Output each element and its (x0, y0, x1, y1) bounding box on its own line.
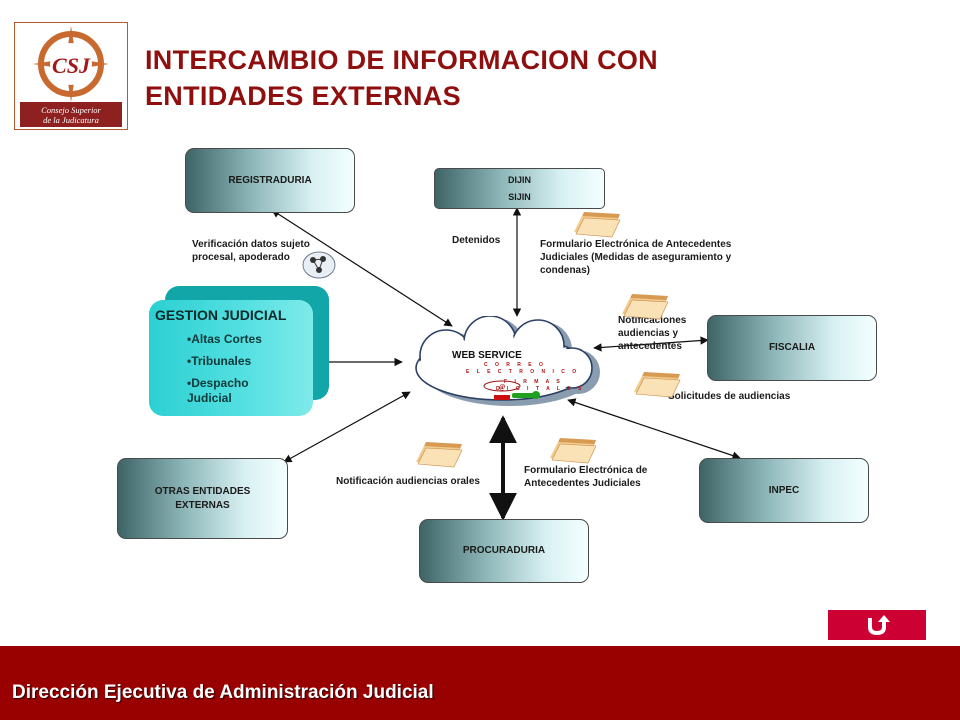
document-stack-icon (634, 372, 681, 398)
otras-entidades-box: OTRAS ENTIDADES EXTERNAS (117, 458, 288, 539)
formulario-medidas-label: Formulario Electrónica de Antecedentes J… (540, 239, 732, 276)
procuraduria-box: PROCURADURIA (419, 519, 589, 583)
solicitudes-label: Solicitudes de audiencias (668, 391, 791, 402)
svg-text:de la Judicatura: de la Judicatura (43, 115, 99, 125)
u-turn-arrow-icon (868, 615, 890, 636)
notificacion-orales-label: Notificación audiencias orales (336, 476, 480, 487)
list-item: •Despacho Judicial (187, 376, 249, 405)
footer-bar: Dirección Ejecutiva de Administración Ju… (0, 646, 960, 720)
list-item: •Tribunales (187, 354, 252, 368)
sijin-label: SIJIN (508, 191, 531, 202)
procuraduria-label: PROCURADURIA (462, 545, 546, 556)
dijin-sijin-box: DIJIN SIJIN (434, 168, 605, 209)
document-stack-icon (550, 438, 597, 464)
gestion-judicial-list: •Altas Cortes •Tribunales •Despacho Judi… (187, 332, 267, 413)
web-service-cloud: @ (415, 316, 600, 406)
gestion-judicial-title: GESTION JUDICIAL (155, 307, 287, 323)
return-button[interactable] (828, 610, 926, 640)
correo-line-2: E L E C T R O N I C O (466, 369, 580, 375)
svg-text:Consejo Superior: Consejo Superior (41, 105, 101, 115)
list-item: •Altas Cortes (187, 332, 262, 346)
firmas-line-2: D I G I T A L E S (496, 386, 585, 392)
web-service-label: WEB SERVICE (452, 350, 522, 361)
link-fiscalia (593, 336, 709, 352)
link-inpec (567, 398, 741, 460)
firmas-line-1: F I R M A S (504, 379, 563, 385)
logo-initials: CSJ (52, 53, 91, 78)
title-line-1: INTERCAMBIO DE INFORMACION CON (145, 45, 658, 75)
registraduria-box: REGISTRADURIA (185, 148, 355, 213)
detenidos-label: Detenidos (452, 235, 501, 246)
page-title: INTERCAMBIO DE INFORMACION CON ENTIDADES… (145, 42, 785, 114)
correo-line-1: C O R R E O (484, 362, 546, 368)
document-stack-icon (622, 294, 669, 320)
inpec-box: INPEC (699, 458, 869, 523)
csj-logo: CSJ Consejo Superior de la Judicatura (14, 22, 128, 130)
people-network-icon (302, 251, 336, 279)
svg-text:@: @ (499, 383, 505, 391)
notificaciones-label: Notificaciones audiencias y antecedentes (618, 315, 687, 352)
gestion-judicial-box: GESTION JUDICIAL •Altas Cortes •Tribunal… (149, 300, 313, 416)
document-stack-icon (416, 442, 463, 468)
registraduria-label: REGISTRADURIA (228, 174, 312, 186)
otras-label-line-2: EXTERNAS (175, 499, 230, 511)
dijin-label: DIJIN (507, 174, 531, 185)
fiscalia-label: FISCALIA (768, 342, 816, 353)
otras-label-line-1: OTRAS ENTIDADES (154, 485, 251, 497)
document-stack-icon (574, 212, 621, 238)
fiscalia-box: FISCALIA (707, 315, 877, 381)
verificacion-label: Verificación datos sujeto procesal, apod… (192, 239, 310, 263)
formulario-antecedentes-label: Formulario Electrónica de Antecedentes J… (524, 465, 648, 489)
inpec-label: INPEC (768, 484, 800, 496)
link-registraduria (271, 209, 453, 327)
link-otras (283, 391, 411, 463)
title-line-2: ENTIDADES EXTERNAS (145, 81, 461, 111)
footer-text: Dirección Ejecutiva de Administración Ju… (12, 682, 434, 703)
